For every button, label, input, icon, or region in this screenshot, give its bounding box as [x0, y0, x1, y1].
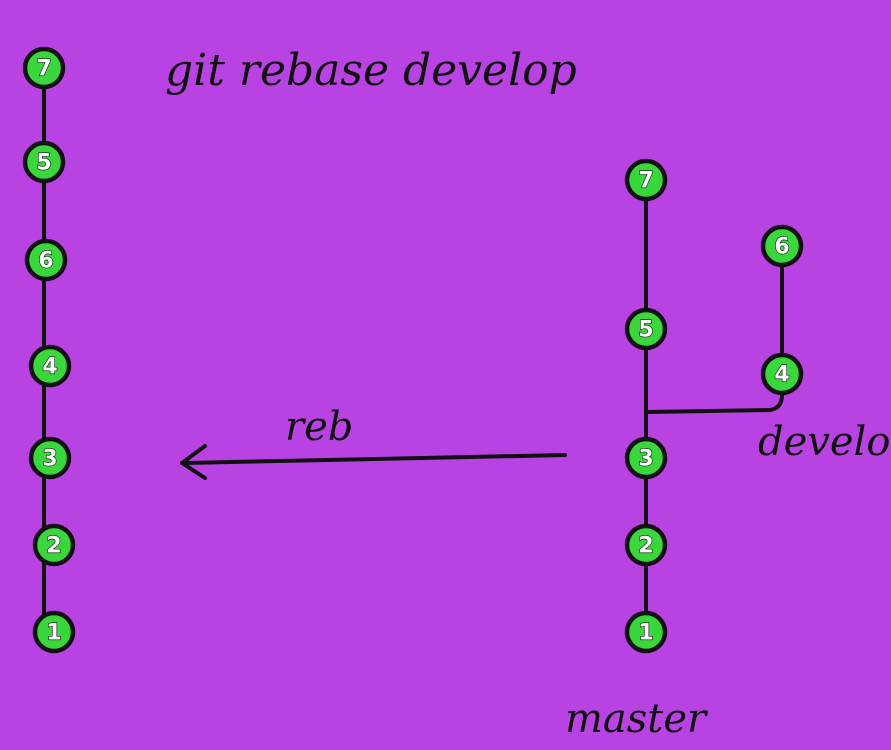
rebase-arrow-head	[180, 444, 207, 480]
commit-node-circle	[22, 46, 66, 90]
result-commit-5: 5	[22, 140, 66, 184]
commit-node-circle	[624, 158, 668, 202]
commit-node-circle	[760, 224, 804, 268]
diagram-title: git rebase develop	[165, 45, 577, 96]
commit-node-circle	[624, 436, 668, 480]
commit-node-circle	[24, 238, 68, 282]
result-chain: 7 5 6 4 3 2 1	[22, 46, 76, 654]
develop-commit-6: 6	[760, 224, 804, 268]
master-commit-5: 5	[624, 307, 668, 351]
develop-branch-label: develop	[758, 419, 891, 465]
commit-node-circle	[624, 307, 668, 351]
commit-node-label: 6	[774, 235, 789, 260]
commit-node-label: 4	[774, 363, 789, 388]
commit-node-circle	[22, 140, 66, 184]
result-commit-7: 7	[22, 46, 66, 90]
master-commit-3: 3	[624, 436, 668, 480]
commit-node-label: 7	[36, 57, 51, 82]
result-commit-4: 4	[28, 344, 72, 388]
develop-branch-edges	[644, 244, 784, 414]
commit-node-label: 2	[46, 534, 61, 559]
result-commit-6: 6	[24, 238, 68, 282]
commit-node-circle	[624, 523, 668, 567]
result-commit-2: 2	[32, 523, 76, 567]
commit-node-label: 4	[42, 355, 57, 380]
develop-commit-4: 4	[760, 352, 804, 396]
commit-node-circle	[28, 344, 72, 388]
commit-node-label: 3	[638, 447, 653, 472]
commit-node-label: 5	[638, 318, 653, 343]
commit-node-circle	[624, 610, 668, 654]
rebase-arrow-label: reb	[285, 404, 353, 450]
master-commit-2: 2	[624, 523, 668, 567]
commit-node-circle	[32, 523, 76, 567]
develop-fork-connector	[644, 393, 784, 414]
commit-node-circle	[760, 352, 804, 396]
commit-node-label: 3	[42, 447, 57, 472]
result-commit-3: 3	[28, 436, 72, 480]
rebase-arrow: reb	[180, 404, 567, 480]
commit-node-label: 1	[46, 621, 61, 646]
commit-node-circle	[32, 610, 76, 654]
master-chain: 7 5 3 2 1	[624, 158, 668, 654]
master-commit-7: 7	[624, 158, 668, 202]
rebase-arrow-shaft	[183, 453, 567, 465]
commit-node-label: 7	[638, 169, 653, 194]
result-commit-1: 1	[32, 610, 76, 654]
commit-node-label: 1	[638, 621, 653, 646]
commit-node-label: 5	[36, 151, 51, 176]
master-branch-label: master	[565, 696, 709, 742]
master-commit-1: 1	[624, 610, 668, 654]
commit-node-label: 6	[38, 249, 53, 274]
develop-chain: 64	[760, 224, 804, 396]
commit-node-label: 2	[638, 534, 653, 559]
commit-node-circle	[28, 436, 72, 480]
